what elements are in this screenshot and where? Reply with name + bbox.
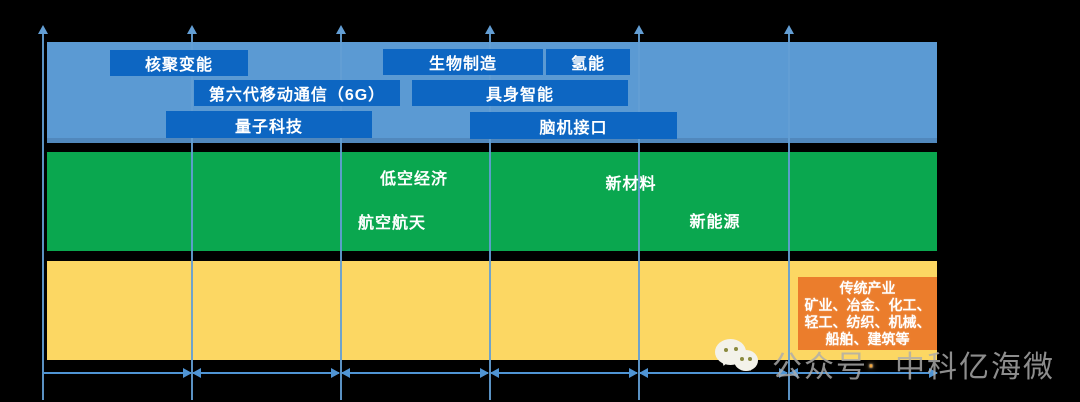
- axis-line-6: [784, 25, 794, 400]
- label-low-altitude-economy: 低空经济: [379, 171, 449, 188]
- axis-line-2: [187, 25, 197, 400]
- dimension-arrow-3: [341, 368, 489, 378]
- axis-line-5: [634, 25, 644, 400]
- arrow-left-icon: [639, 368, 648, 378]
- arrow-up-icon: [336, 25, 346, 34]
- box-quantum-tech: 量子科技: [166, 111, 372, 138]
- box-embodied-ai: 具身智能: [412, 80, 628, 106]
- arrow-right-icon: [929, 368, 938, 378]
- traditional-industry-line-3: 船舶、建筑等: [825, 330, 910, 347]
- arrow-up-icon: [485, 25, 495, 34]
- dimension-arrow-2: [192, 368, 340, 378]
- box-nuclear-fusion: 核聚变能: [110, 50, 248, 76]
- axis-line-1: [38, 25, 48, 400]
- axis-line-4: [485, 25, 495, 400]
- box-6g: 第六代移动通信（6G）: [194, 80, 400, 106]
- arrow-left-icon: [341, 368, 350, 378]
- label-aerospace: 航空航天: [357, 215, 427, 232]
- dimension-arrow-4: [490, 368, 638, 378]
- watermark-account-name: 中科亿海微: [895, 351, 1055, 384]
- box-brain-computer-interface: 脑机接口: [470, 112, 677, 139]
- label-new-energy: 新能源: [689, 214, 741, 231]
- dimension-arrow-6: [789, 368, 938, 378]
- box-hydrogen-energy: 氢能: [546, 49, 630, 75]
- arrow-up-icon: [187, 25, 197, 34]
- arrow-left-icon: [192, 368, 201, 378]
- arrow-up-icon: [784, 25, 794, 34]
- arrow-right-icon: [629, 368, 638, 378]
- arrow-right-icon: [779, 368, 788, 378]
- watermark-separator-dot: ·: [866, 348, 876, 381]
- axis-line-3: [336, 25, 346, 400]
- arrow-right-icon: [331, 368, 340, 378]
- label-new-materials: 新材料: [605, 176, 657, 193]
- traditional-industry-title: 传统产业: [839, 279, 896, 296]
- arrow-left-icon: [490, 368, 499, 378]
- box-bio-manufacturing: 生物制造: [383, 49, 543, 75]
- arrow-left-icon: [789, 368, 798, 378]
- watermark-account-label: 公众号: [772, 351, 868, 384]
- arrow-right-icon: [480, 368, 489, 378]
- emerging-industries-band: [47, 152, 937, 251]
- dimension-arrow-1: [43, 368, 192, 378]
- arrow-right-icon: [183, 368, 192, 378]
- wechat-bubble-small: [734, 350, 758, 371]
- dimension-arrow-5: [639, 368, 788, 378]
- traditional-industry-box: 传统产业 矿业、冶金、化工、 轻工、纺织、机械、 船舶、建筑等: [798, 277, 937, 350]
- wechat-icon: [715, 339, 765, 375]
- traditional-industry-line-1: 矿业、冶金、化工、: [804, 296, 931, 313]
- traditional-industry-line-2: 轻工、纺织、机械、: [804, 313, 931, 330]
- arrow-up-icon: [38, 25, 48, 34]
- arrow-up-icon: [634, 25, 644, 34]
